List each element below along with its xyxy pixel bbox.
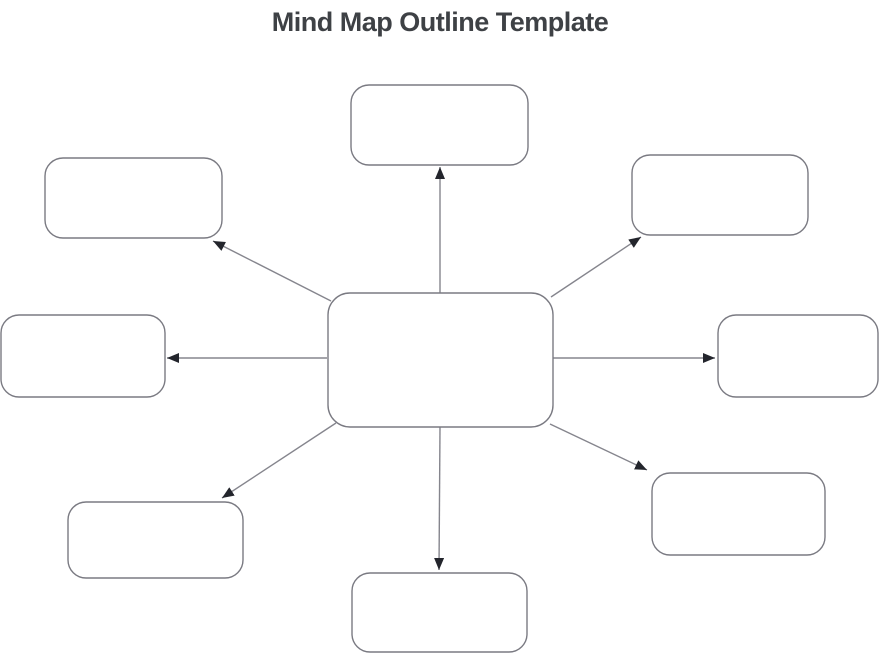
connector-center-to-bottom-left	[221, 422, 337, 499]
node-right[interactable]	[717, 314, 879, 398]
node-left[interactable]	[0, 314, 166, 398]
node-bottom-right[interactable]	[651, 472, 826, 556]
diagram-title: Mind Map Outline Template	[271, 7, 609, 37]
connector-center-to-bottom	[434, 426, 445, 571]
node-top[interactable]	[350, 84, 529, 166]
connector-center-to-top-right	[550, 236, 642, 298]
connector-center-to-top-left	[212, 240, 332, 302]
node-top-right[interactable]	[631, 154, 809, 236]
node-bottom[interactable]	[351, 572, 528, 653]
node-bottom-left[interactable]	[67, 501, 244, 579]
node-center[interactable]	[327, 292, 554, 428]
connector-center-to-bottom-right	[549, 423, 648, 471]
node-top-left[interactable]	[44, 157, 223, 239]
